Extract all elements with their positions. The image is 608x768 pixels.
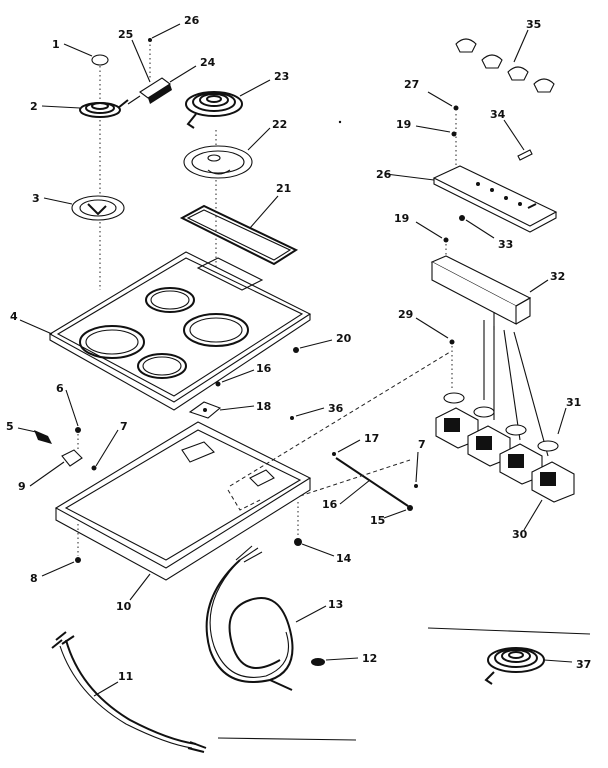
part-cap (63, 43, 109, 66)
part-screw-27 (427, 91, 459, 111)
callout-16b: 16 (322, 498, 338, 511)
callout-2: 2 (30, 100, 38, 113)
part-clip-33 (459, 215, 495, 239)
callout-19a: 19 (396, 118, 411, 131)
callout-30: 30 (512, 528, 528, 541)
callout-16a: 16 (256, 362, 272, 375)
part-screw-19-lower (415, 221, 449, 260)
callout-18: 18 (256, 400, 271, 413)
part-gasket (179, 195, 299, 266)
part-knobs (455, 29, 555, 93)
part-large-drip-pan (183, 127, 271, 179)
callout-27: 27 (404, 78, 419, 91)
part-strain-relief (311, 657, 359, 666)
callout-7a: 7 (120, 420, 128, 433)
callout-3: 3 (32, 192, 40, 205)
part-support-rod (332, 439, 419, 519)
part-screw (148, 23, 181, 42)
callout-21: 21 (276, 182, 291, 195)
part-hardware-left (17, 389, 119, 487)
callout-36: 36 (328, 402, 344, 415)
part-switch-bracket (430, 255, 549, 330)
callout-37: 37 (576, 658, 591, 671)
part-screw-36 (290, 407, 325, 420)
callout-25: 25 (118, 28, 133, 41)
part-control-panel (385, 165, 558, 233)
callout-11: 11 (118, 670, 133, 683)
part-pigtail (51, 631, 207, 753)
callout-26a: 26 (184, 14, 200, 27)
part-main-top (19, 251, 312, 411)
part-wiring-harness (205, 545, 327, 691)
callout-8b: 8 (30, 572, 38, 585)
callout-14: 14 (336, 552, 352, 565)
callout-5: 5 (6, 420, 14, 433)
callout-26b: 26 (376, 168, 392, 181)
part-switches (435, 392, 575, 531)
callout-10: 10 (116, 600, 132, 613)
callout-23: 23 (274, 70, 289, 83)
callout-31: 31 (566, 396, 581, 409)
callout-4: 4 (10, 310, 18, 323)
callout-labels: 1 2 3 4 5 6 7 7 9 8 8 10 11 12 13 14 15 … (6, 14, 591, 683)
callout-33: 33 (498, 238, 513, 251)
part-screw-19-upper (415, 114, 457, 168)
part-screw-8-lower (41, 524, 81, 577)
part-coil-element-37 (484, 647, 573, 685)
part-screw-20 (293, 339, 333, 353)
part-screw-29 (415, 317, 455, 390)
callout-7b: 7 (418, 438, 426, 451)
callout-6: 6 (56, 382, 64, 395)
callout-8a: 9 (18, 480, 26, 493)
callout-32: 32 (550, 270, 565, 283)
callout-19b: 19 (394, 212, 409, 225)
callout-29: 29 (398, 308, 413, 321)
callout-17: 17 (364, 432, 379, 445)
callout-22: 22 (272, 118, 287, 131)
callout-1: 1 (52, 38, 60, 51)
callout-35: 35 (526, 18, 541, 31)
part-terminal-block (127, 39, 197, 105)
part-grommet-14 (294, 502, 335, 557)
part-indicator-lens (503, 119, 533, 161)
part-small-coil-element (41, 99, 129, 118)
callout-12: 12 (362, 652, 377, 665)
callout-34: 34 (490, 108, 506, 121)
part-burner-box (54, 421, 312, 601)
callout-20: 20 (336, 332, 352, 345)
callout-24: 24 (200, 56, 216, 69)
part-bracket-18 (188, 369, 255, 419)
part-large-coil-element (185, 79, 271, 129)
callout-15: 15 (370, 514, 385, 527)
part-small-drip-pan (43, 195, 125, 221)
callout-13: 13 (328, 598, 343, 611)
